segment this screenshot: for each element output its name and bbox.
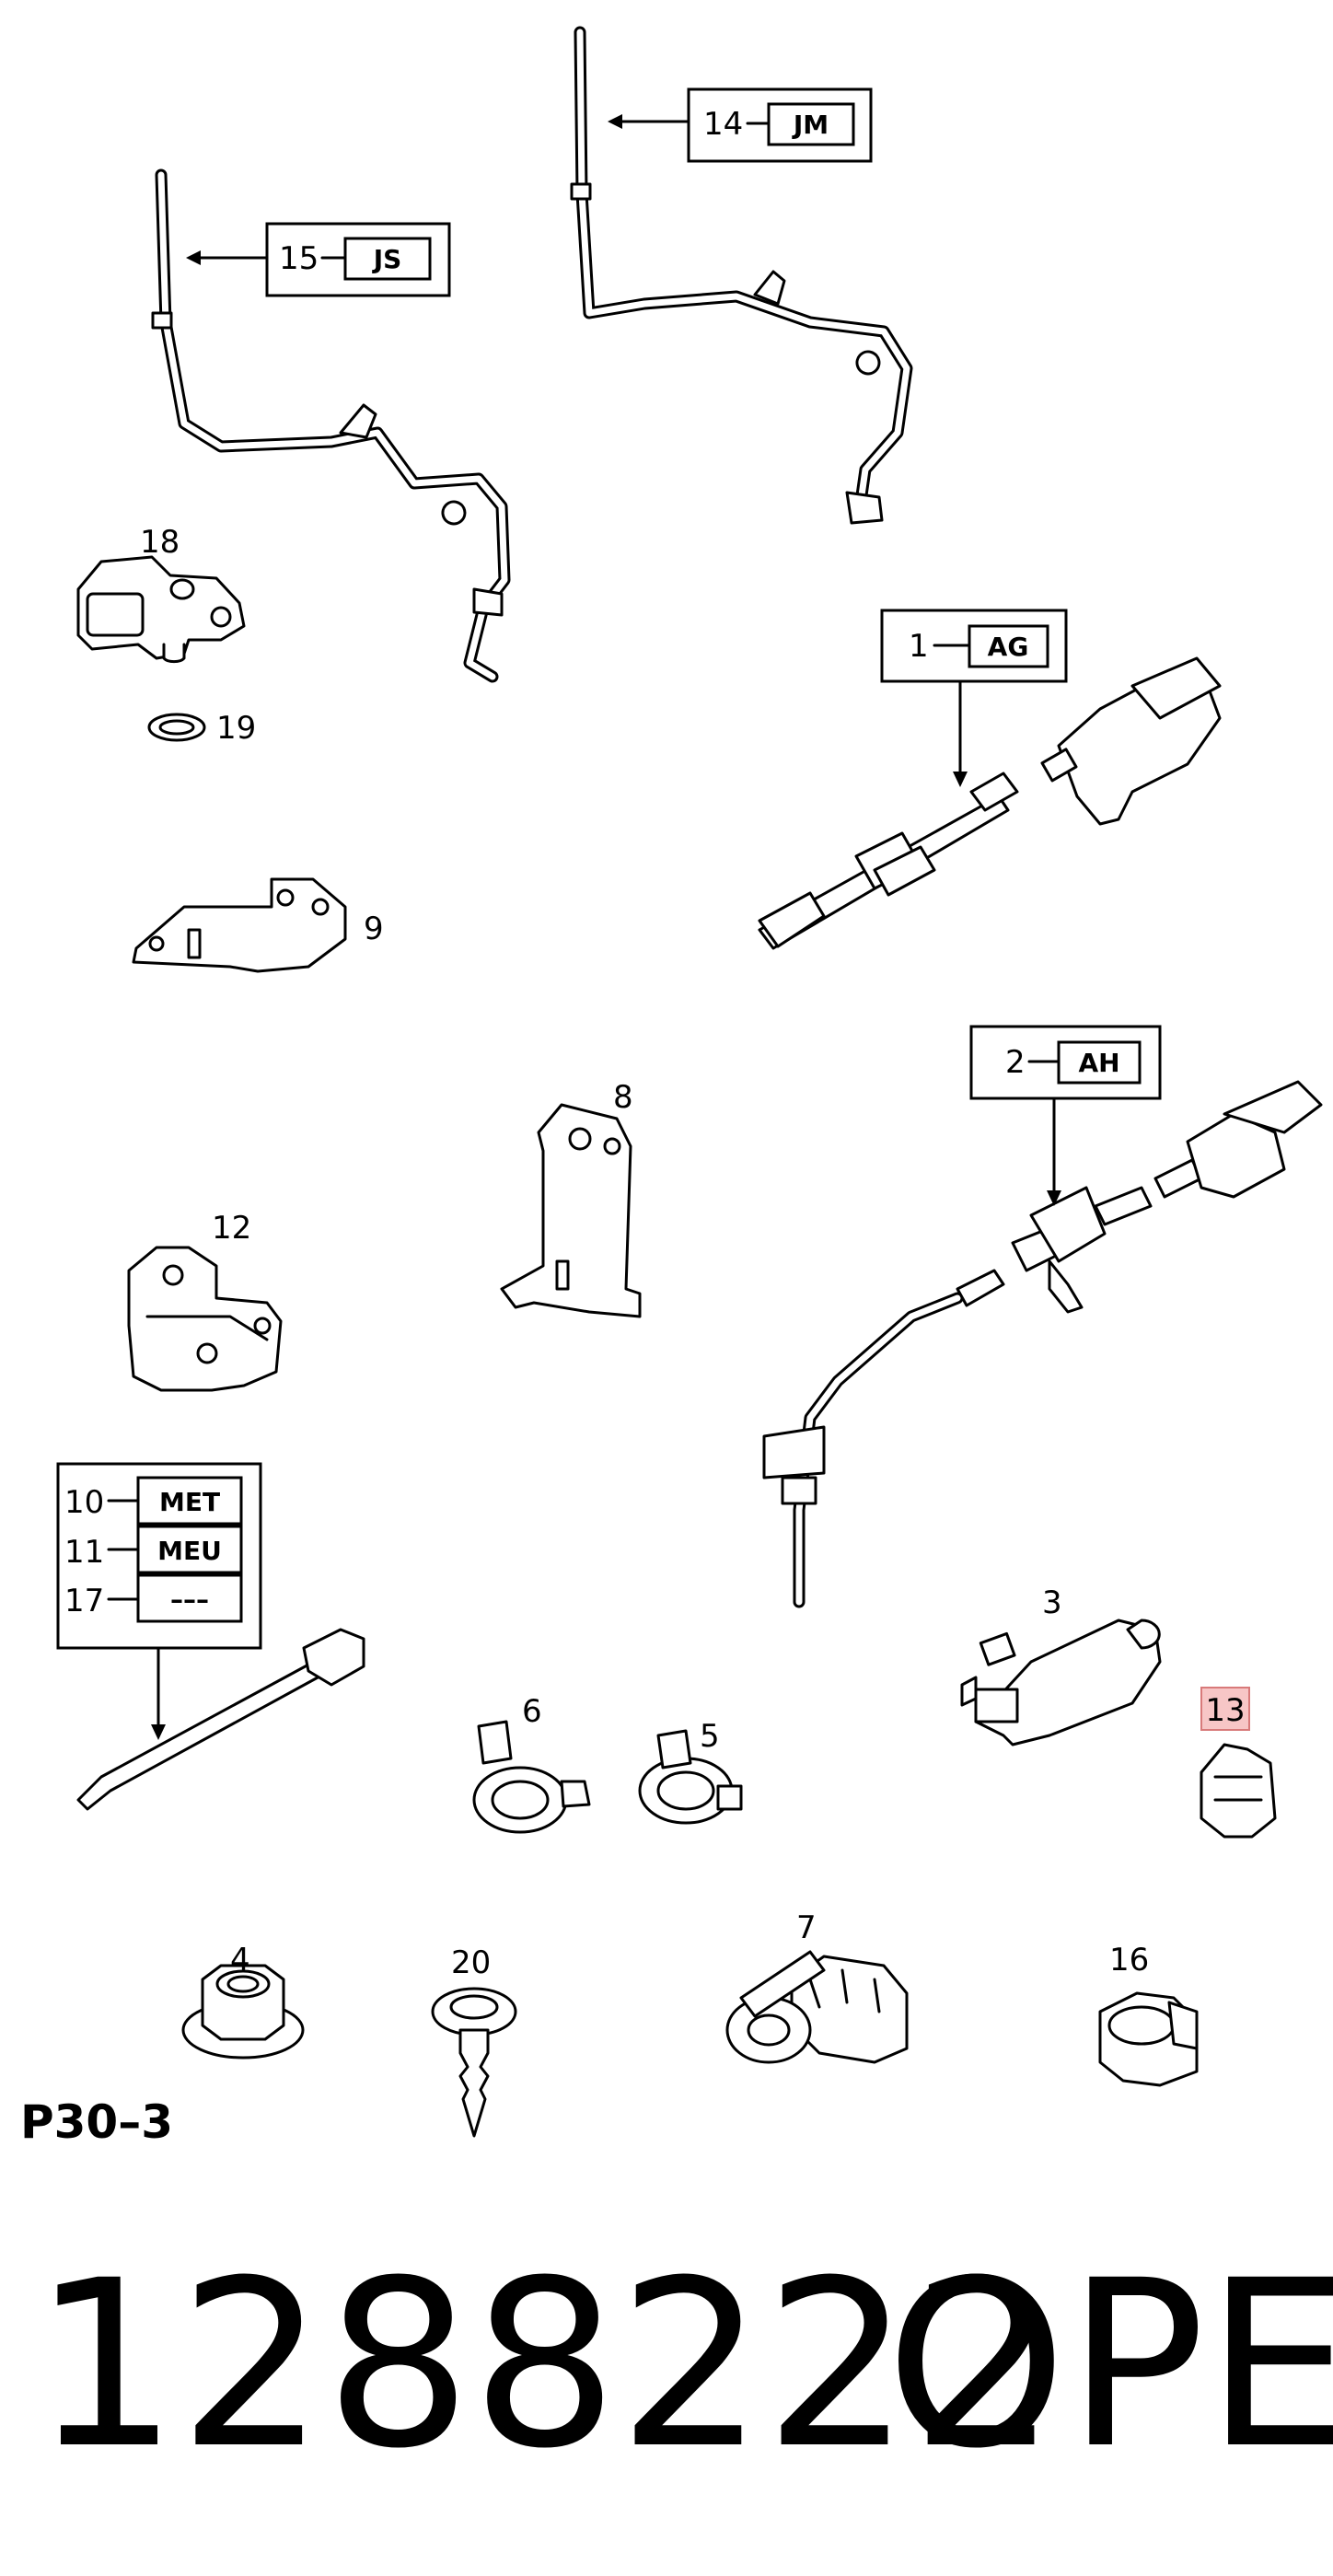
callout-10-code: MET <box>159 1487 220 1517</box>
label-4: 4 <box>230 1942 250 1978</box>
part-13-clip: 13 <box>1200 1687 1277 1839</box>
label-6: 6 <box>522 1693 542 1730</box>
callout-14: 14 JM <box>608 87 873 163</box>
label-16: 16 <box>1109 1942 1149 1978</box>
callout-15-number: 15 <box>279 240 319 277</box>
part-2-temp-sensor <box>762 1080 1323 1608</box>
callout-2-code: AH <box>1078 1048 1119 1078</box>
part-1-temp-sensor <box>758 656 1222 950</box>
label-7: 7 <box>796 1909 817 1946</box>
callout-1-number: 1 <box>909 628 929 665</box>
part-4-nut: 4 <box>181 1942 305 2060</box>
callout-14-number: 14 <box>703 106 743 143</box>
callout-11-code: MEU <box>157 1536 222 1566</box>
part-6-clamp: 6 <box>472 1693 591 1834</box>
label-8: 8 <box>613 1079 633 1116</box>
callout-10-number: 10 <box>64 1484 104 1521</box>
label-20: 20 <box>451 1944 491 1981</box>
part-15-sensor-wire <box>151 168 511 683</box>
part-12-bracket: 12 <box>127 1210 283 1392</box>
page-code: P30–3 <box>20 2095 173 2149</box>
part-19-seal: 19 <box>147 710 256 747</box>
label-19: 19 <box>216 710 256 747</box>
part-16-clip: 16 <box>1098 1942 1199 2087</box>
callout-10-11-17: 10 MET 11 MEU 17 ––– <box>56 1462 262 1740</box>
callout-2-number: 2 <box>1005 1044 1026 1081</box>
part-20-screw: 20 <box>431 1944 517 2138</box>
part-7-clip: 7 <box>725 1909 909 2064</box>
brand: OPEL <box>886 2231 1333 2499</box>
label-12: 12 <box>212 1210 251 1247</box>
label-13: 13 <box>1205 1692 1245 1729</box>
part-8-bracket: 8 <box>500 1079 642 1318</box>
part-number: 1288222 <box>32 2231 1057 2499</box>
label-18: 18 <box>140 524 180 561</box>
callout-1-code: AG <box>988 632 1029 662</box>
callout-1: 1 AG <box>880 609 1068 787</box>
part-10-cable-tie <box>76 1628 365 1811</box>
label-3: 3 <box>1042 1584 1062 1621</box>
part-9-bracket: 9 <box>132 877 384 973</box>
callout-2: 2 AH <box>969 1025 1162 1206</box>
callout-14-code: JM <box>792 110 829 140</box>
part-5-clamp: 5 <box>638 1718 743 1825</box>
label-9: 9 <box>364 911 384 947</box>
callout-15: 15 JS <box>186 222 451 297</box>
callout-17-code: ––– <box>170 1584 209 1615</box>
callout-17-number: 17 <box>64 1583 104 1619</box>
label-13-highlight <box>1200 1687 1250 1731</box>
part-18-sensor: 18 <box>76 524 246 664</box>
part-3-pressure-sensor: 3 <box>960 1584 1162 1746</box>
label-5: 5 <box>700 1718 720 1755</box>
callout-11-number: 11 <box>64 1534 104 1571</box>
callout-15-code: JS <box>372 244 402 274</box>
part-14-sensor-wire <box>570 26 913 525</box>
